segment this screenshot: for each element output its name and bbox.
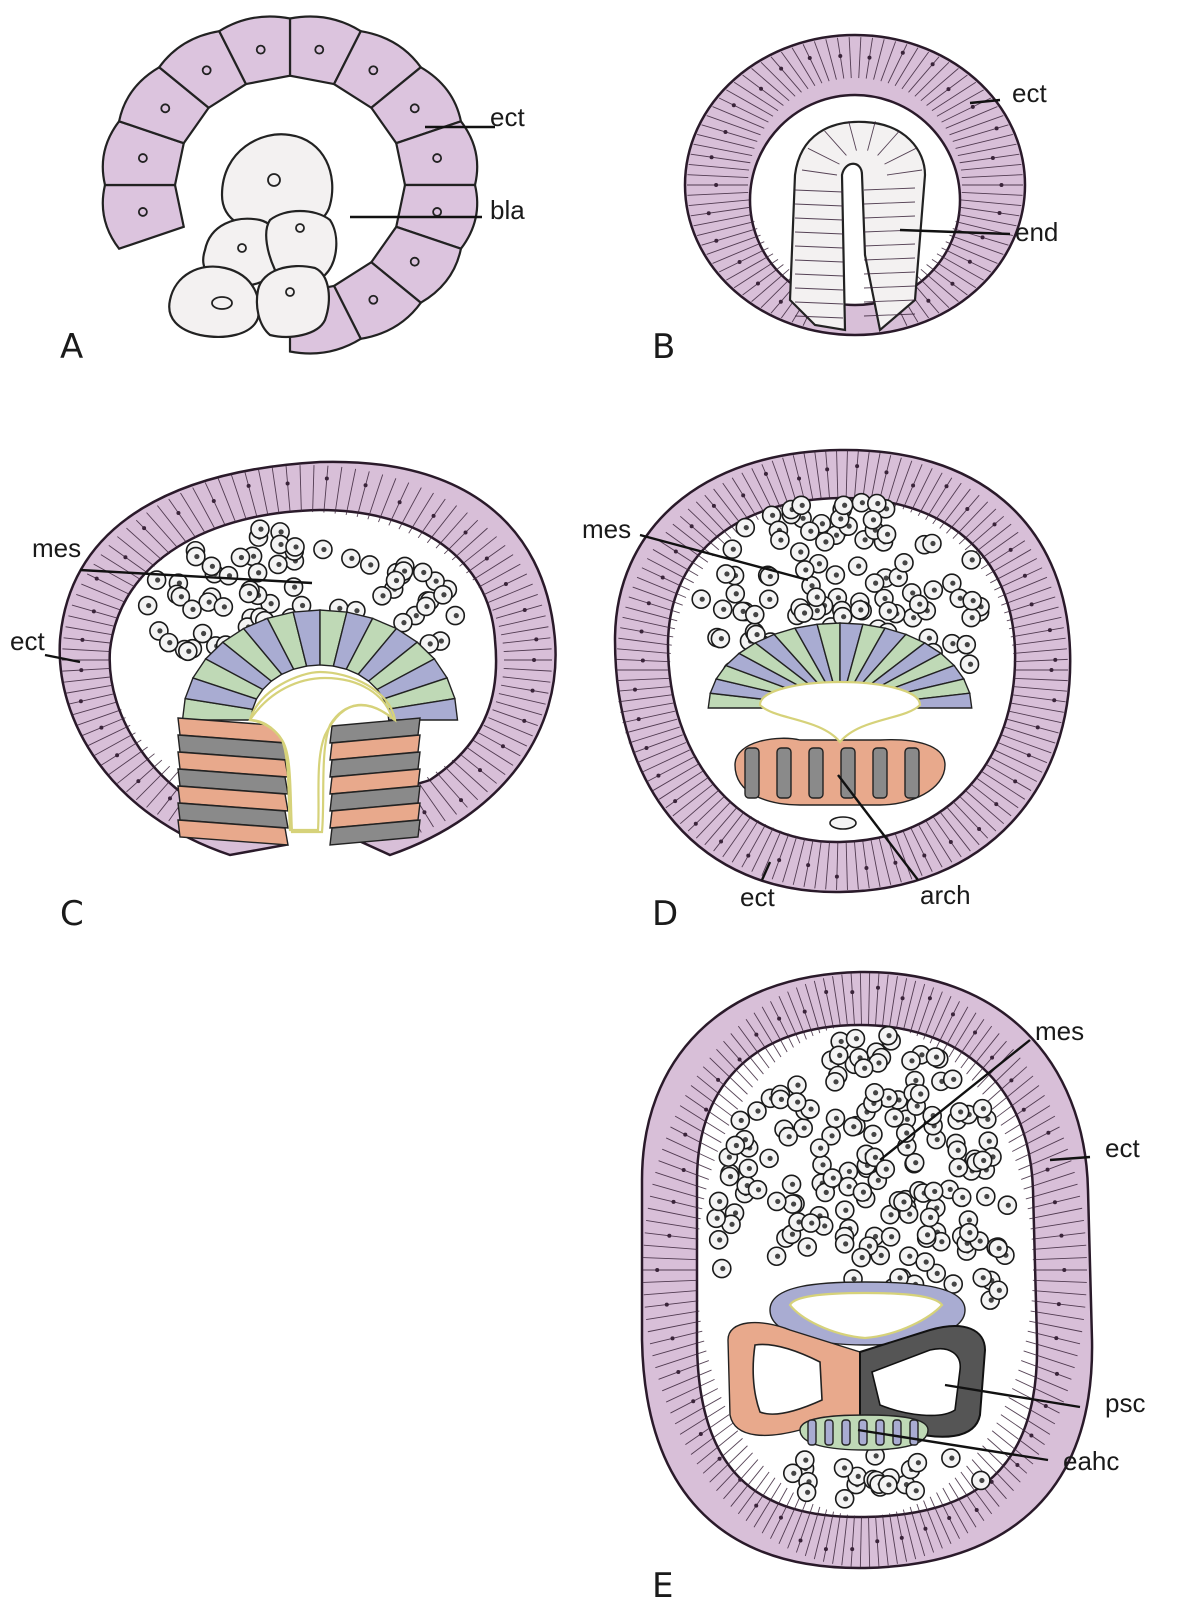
panel-a: ect bla A bbox=[60, 17, 525, 367]
panel-letter-c: C bbox=[60, 894, 84, 934]
c-label-mes: mes bbox=[32, 533, 81, 563]
e-label-ect: ect bbox=[1105, 1133, 1140, 1163]
panel-letter-b: B bbox=[652, 327, 675, 367]
panel-letter-d: D bbox=[652, 894, 678, 934]
c-label-ect: ect bbox=[10, 626, 45, 656]
d-label-ect: ect bbox=[740, 882, 775, 912]
e-label-psc: psc bbox=[1105, 1388, 1145, 1418]
panel-c: mes ect C bbox=[10, 462, 556, 934]
e-label-mes: mes bbox=[1035, 1016, 1084, 1046]
panel-b: ect end B bbox=[652, 35, 1058, 367]
d-label-arch: arch bbox=[920, 880, 971, 910]
a-blastomeres bbox=[169, 134, 336, 337]
panel-letter-a: A bbox=[60, 327, 83, 367]
d-archenteron bbox=[708, 623, 972, 829]
a-label-ect: ect bbox=[490, 102, 525, 132]
a-ectoderm-cell bbox=[103, 185, 184, 249]
d-label-mes: mes bbox=[582, 514, 631, 544]
panel-d: mes ect arch D bbox=[582, 450, 1070, 934]
b-label-ect: ect bbox=[1012, 78, 1047, 108]
panel-e: mes ect psc eahc E bbox=[642, 972, 1145, 1600]
e-archenteron-and-coeloms bbox=[728, 1282, 985, 1450]
e-label-eahc: eahc bbox=[1063, 1446, 1119, 1476]
b-label-end: end bbox=[1015, 217, 1058, 247]
a-label-bla: bla bbox=[490, 195, 525, 225]
panel-letter-e: E bbox=[652, 1566, 673, 1600]
